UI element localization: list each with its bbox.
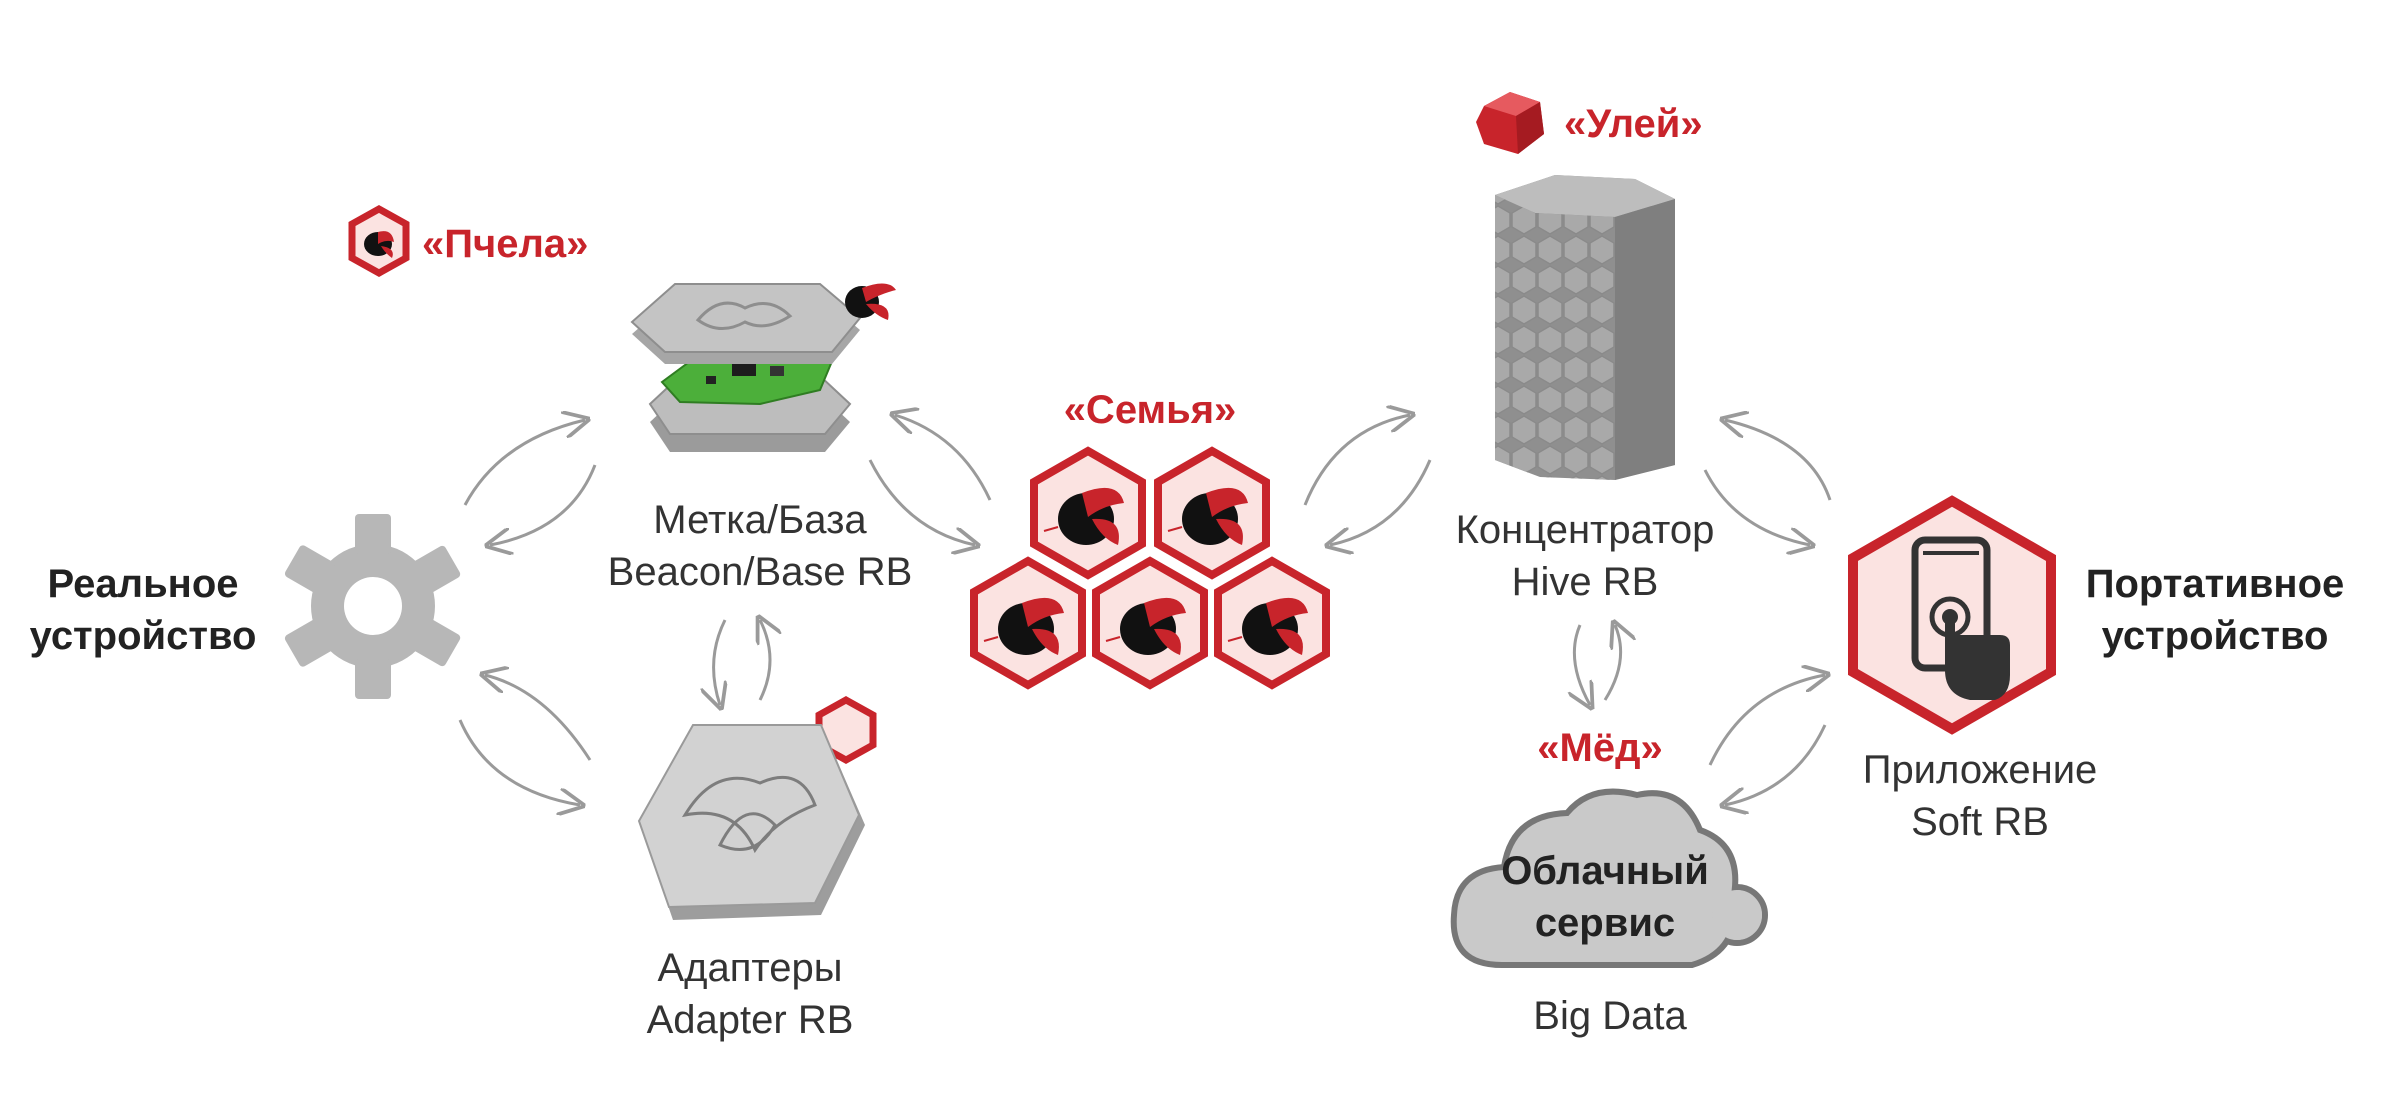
- arrow-hive-to-app: [1703, 469, 1810, 545]
- family-hex-cluster: [960, 445, 1340, 695]
- arrow-adapter-to-gear: [485, 675, 592, 761]
- hive-line2: Hive RB: [1511, 560, 1659, 604]
- app-line2: Soft RB: [1911, 800, 2049, 844]
- beacon-line2: Beacon/Base RB: [607, 550, 913, 594]
- arrow-cloud-to-hive: [1603, 625, 1621, 701]
- family-bee-2: [1158, 451, 1266, 575]
- big-data-label: Big Data: [1533, 994, 1687, 1038]
- family-bee-3: [974, 561, 1082, 685]
- family-bee-5: [1218, 561, 1326, 685]
- adapter-line1: Адаптеры: [657, 946, 843, 990]
- arrow-hive-to-cloud: [1574, 624, 1590, 705]
- gear-icon: [284, 514, 461, 699]
- right-device-line1: Портативное: [2085, 562, 2345, 606]
- adapter-label: Адаптеры Adapter RB: [560, 942, 940, 1046]
- family-bee-1: [1034, 451, 1142, 575]
- bee-icon: [845, 283, 896, 320]
- hive-line1: Концентратор: [1455, 508, 1715, 552]
- hive-device-image: [1495, 175, 1675, 480]
- arrow-beacon-to-gear: [490, 464, 597, 545]
- app-hex-icon: [1848, 495, 2056, 735]
- left-device-line2: устройство: [29, 614, 257, 658]
- beacon-line1: Метка/База: [653, 498, 867, 542]
- adapter-hex-icon: [815, 695, 877, 765]
- hive-label: Концентратор Hive RB: [1405, 504, 1765, 608]
- right-device-label: Портативное устройство: [2060, 558, 2370, 662]
- left-device-label: Реальное устройство: [18, 558, 268, 662]
- arrow-adapter-to-beacon: [760, 620, 770, 701]
- arrow-family-to-beacon: [895, 415, 992, 501]
- arrow-beacon-to-family: [868, 459, 975, 545]
- family-bee-4: [1096, 561, 1204, 685]
- arrow-gear-to-adapter: [458, 719, 580, 805]
- family-title: «Семья»: [1063, 388, 1237, 432]
- adapter-line2: Adapter RB: [646, 998, 854, 1042]
- arrow-app-to-cloud: [1725, 724, 1827, 805]
- cloud-icon: [1450, 788, 1768, 968]
- cloud-line1: Облачный: [1501, 849, 1709, 893]
- adapter-device-image: [637, 724, 865, 920]
- beacon-label: Метка/База Beacon/Base RB: [570, 494, 950, 598]
- arrow-beacon-to-adapter: [714, 619, 725, 705]
- hive-title: «Улей»: [1564, 102, 1703, 146]
- app-label: Приложение Soft RB: [1820, 744, 2140, 848]
- right-device-line2: устройство: [2101, 614, 2329, 658]
- arrow-family-to-hive: [1303, 415, 1410, 506]
- bee-title: «Пчела»: [422, 222, 589, 266]
- arrow-app-to-hive: [1725, 420, 1832, 501]
- honey-title: «Мёд»: [1537, 726, 1663, 770]
- cloud-service-text: Облачный сервис: [1470, 845, 1740, 949]
- arrow-gear-to-beacon: [463, 420, 585, 506]
- beacon-device-image: [630, 283, 862, 452]
- left-device-line1: Реальное: [47, 562, 239, 606]
- arrow-hive-to-family: [1330, 459, 1432, 545]
- app-line1: Приложение: [1862, 748, 2098, 792]
- arrow-cloud-to-app: [1708, 675, 1825, 766]
- cloud-line2: сервис: [1534, 901, 1676, 945]
- bee-hex-icon: [348, 204, 410, 278]
- hive-icon: [1476, 92, 1544, 154]
